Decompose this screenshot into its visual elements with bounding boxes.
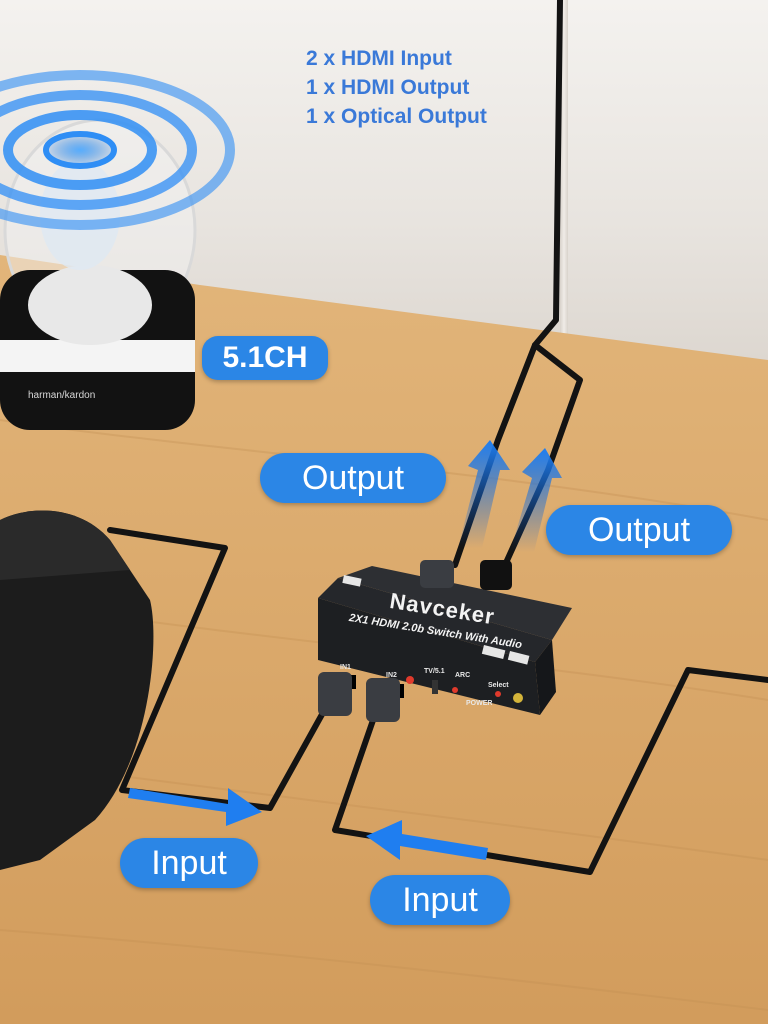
output-badge-optical: Output	[546, 505, 732, 555]
input-arrows	[128, 788, 488, 860]
output-badge-hdmi: Output	[260, 453, 446, 503]
spec-hdmi-output: 1 x HDMI Output	[306, 76, 470, 99]
media-player-box	[0, 510, 154, 870]
label-arc: ARC	[455, 672, 471, 679]
label-power: POWER	[466, 700, 493, 707]
spec-list: 2 x HDMI Input 1 x HDMI Output 1 x Optic…	[306, 44, 487, 131]
wall-seam	[560, 0, 568, 370]
sound-waves	[0, 70, 235, 230]
input-badge-1: Input	[120, 838, 258, 888]
port-label-in2: IN2	[386, 672, 397, 679]
spec-optical-output: 1 x Optical Output	[306, 105, 487, 128]
label-tv: TV/5.1	[424, 668, 445, 675]
output-arrows	[458, 440, 562, 552]
input-badge-2: Input	[370, 875, 510, 925]
spec-hdmi-input: 2 x HDMI Input	[306, 47, 452, 70]
switch-device	[318, 560, 572, 722]
speaker: harman/kardon	[0, 118, 197, 430]
port-label-in1: IN1	[340, 664, 351, 671]
channels-badge: 5.1CH	[202, 336, 328, 380]
speaker-brand-text: harman/kardon	[28, 390, 95, 401]
label-select: Select	[488, 682, 509, 689]
